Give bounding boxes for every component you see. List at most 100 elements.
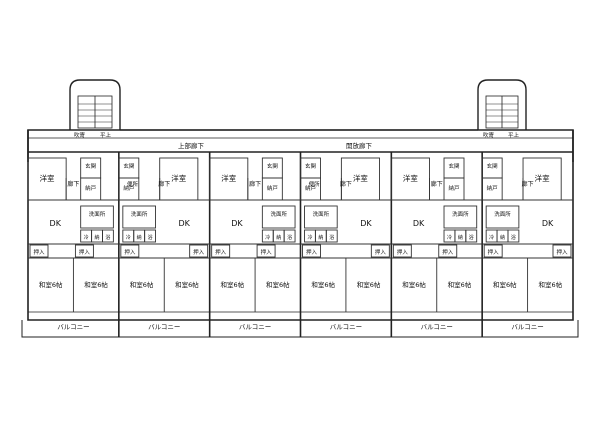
label-entrance: 玄関	[305, 162, 317, 170]
label-balcony: バルコニー	[330, 323, 362, 331]
label-closet: 納戸	[267, 184, 279, 192]
label-oshiire: 押入	[375, 248, 387, 256]
stair-right-hall-left: 吹寄	[483, 131, 495, 139]
label-fridge: 冷	[265, 234, 270, 241]
label-dk: DK	[542, 219, 554, 228]
label-closet: 納戸	[123, 184, 135, 192]
label-storage: 納	[318, 234, 323, 241]
oshiire-box	[370, 244, 390, 258]
label-oshiire: 押入	[33, 248, 45, 256]
room-labels: 洋室廊下玄関納戸DK洗面所冷納浴押入押入和室6帖和室6帖バルコニー洋室廊下玄関納…	[33, 162, 568, 331]
label-oshiire: 押入	[124, 248, 136, 256]
label-balcony: バルコニー	[57, 323, 89, 331]
label-washroom: 洗面所	[494, 210, 511, 218]
label-closet: 納戸	[305, 184, 317, 192]
room-closet	[261, 177, 283, 201]
label-oshiire: 押入	[397, 248, 409, 256]
label-bath: 浴	[105, 234, 110, 241]
fixture-bath	[283, 229, 296, 243]
label-japanese-room: 和室6帖	[175, 280, 199, 289]
label-fridge: 冷	[307, 234, 312, 241]
stair-left-hall-left: 吹寄	[74, 131, 86, 139]
label-japanese-room: 和室6帖	[266, 280, 290, 289]
fixture-bath	[465, 229, 478, 243]
label-balcony: バルコニー	[239, 323, 271, 331]
corridor-labels: 上部廊下 開放廊下	[178, 141, 373, 150]
room-washroom	[304, 205, 338, 229]
room-washroom	[443, 205, 478, 229]
label-japanese-room: 和室6帖	[402, 280, 426, 289]
corridor-label-left: 上部廊下	[178, 141, 205, 150]
label-oshiire: 押入	[488, 248, 500, 256]
label-storage: 納	[500, 234, 505, 241]
label-closet: 納戸	[487, 184, 499, 192]
label-dk: DK	[50, 219, 62, 228]
room-washroom	[261, 205, 296, 229]
label-japanese-room: 和室6帖	[130, 280, 154, 289]
label-western-room: 洋室	[171, 173, 186, 183]
label-washroom: 洗面所	[452, 210, 469, 218]
label-storage: 納	[458, 234, 463, 241]
label-washroom: 洗面所	[131, 210, 148, 218]
label-japanese-room: 和室6帖	[493, 280, 517, 289]
label-bath: 浴	[329, 234, 334, 241]
label-japanese-room: 和室6帖	[357, 280, 381, 289]
label-japanese-room: 和室6帖	[84, 280, 108, 289]
oshiire-box	[483, 244, 503, 258]
label-entrance: 玄関	[449, 162, 461, 170]
label-oshiire: 押入	[556, 248, 568, 256]
fixture-bath	[102, 229, 114, 243]
label-bath: 浴	[148, 234, 153, 241]
label-entrance: 玄関	[85, 162, 97, 170]
label-western-room: 洋室	[403, 173, 418, 183]
unit-dividers	[118, 152, 483, 337]
stair-left-hall-right: 平上	[100, 131, 112, 139]
room-washroom	[485, 205, 520, 229]
oshiire-box	[302, 244, 321, 258]
stair-right-hall-right: 平上	[508, 131, 520, 139]
label-oshiire: 押入	[306, 248, 318, 256]
label-storage: 納	[137, 234, 142, 241]
fixture-bath	[325, 229, 338, 243]
label-bath: 浴	[511, 234, 516, 241]
label-toilet: 便所	[127, 180, 139, 188]
room-closet	[443, 177, 465, 201]
room-closet	[481, 177, 503, 201]
label-fridge: 冷	[489, 234, 494, 241]
label-bath: 浴	[287, 234, 292, 241]
label-japanese-room: 和室6帖	[221, 280, 245, 289]
room-washroom	[80, 205, 114, 229]
label-oshiire: 押入	[193, 248, 205, 256]
interior-walls	[27, 157, 573, 312]
label-closet: 納戸	[449, 184, 461, 192]
label-washroom: 洗面所	[270, 210, 287, 218]
stair-tower-left	[69, 79, 121, 130]
oshiire-box	[189, 244, 209, 258]
label-japanese-room: 和室6帖	[448, 280, 472, 289]
label-dk: DK	[360, 219, 372, 228]
oshiire-box	[256, 244, 276, 258]
oshiire-box	[552, 244, 572, 258]
label-western-room: 洋室	[353, 173, 368, 183]
label-storage: 納	[276, 234, 281, 241]
label-fridge: 冷	[84, 234, 89, 241]
room-closet	[300, 177, 321, 201]
label-fridge: 冷	[447, 234, 452, 241]
fixture-bath	[507, 229, 520, 243]
label-japanese-room: 和室6帖	[538, 280, 562, 289]
label-toilet: 便所	[309, 180, 321, 188]
oshiire-box	[392, 244, 412, 258]
corridor-label-right: 開放廊下	[346, 141, 373, 150]
label-bath: 浴	[469, 234, 474, 241]
label-japanese-room: 和室6帖	[39, 280, 63, 289]
label-corridor: 廊下	[67, 180, 79, 188]
label-western-room: 洋室	[40, 173, 55, 183]
label-corridor: 廊下	[249, 180, 261, 188]
fixture-bath	[144, 229, 156, 243]
room-closet	[118, 177, 140, 201]
label-entrance: 玄関	[123, 162, 135, 170]
oshiire-box	[29, 244, 49, 258]
label-dk: DK	[231, 219, 243, 228]
